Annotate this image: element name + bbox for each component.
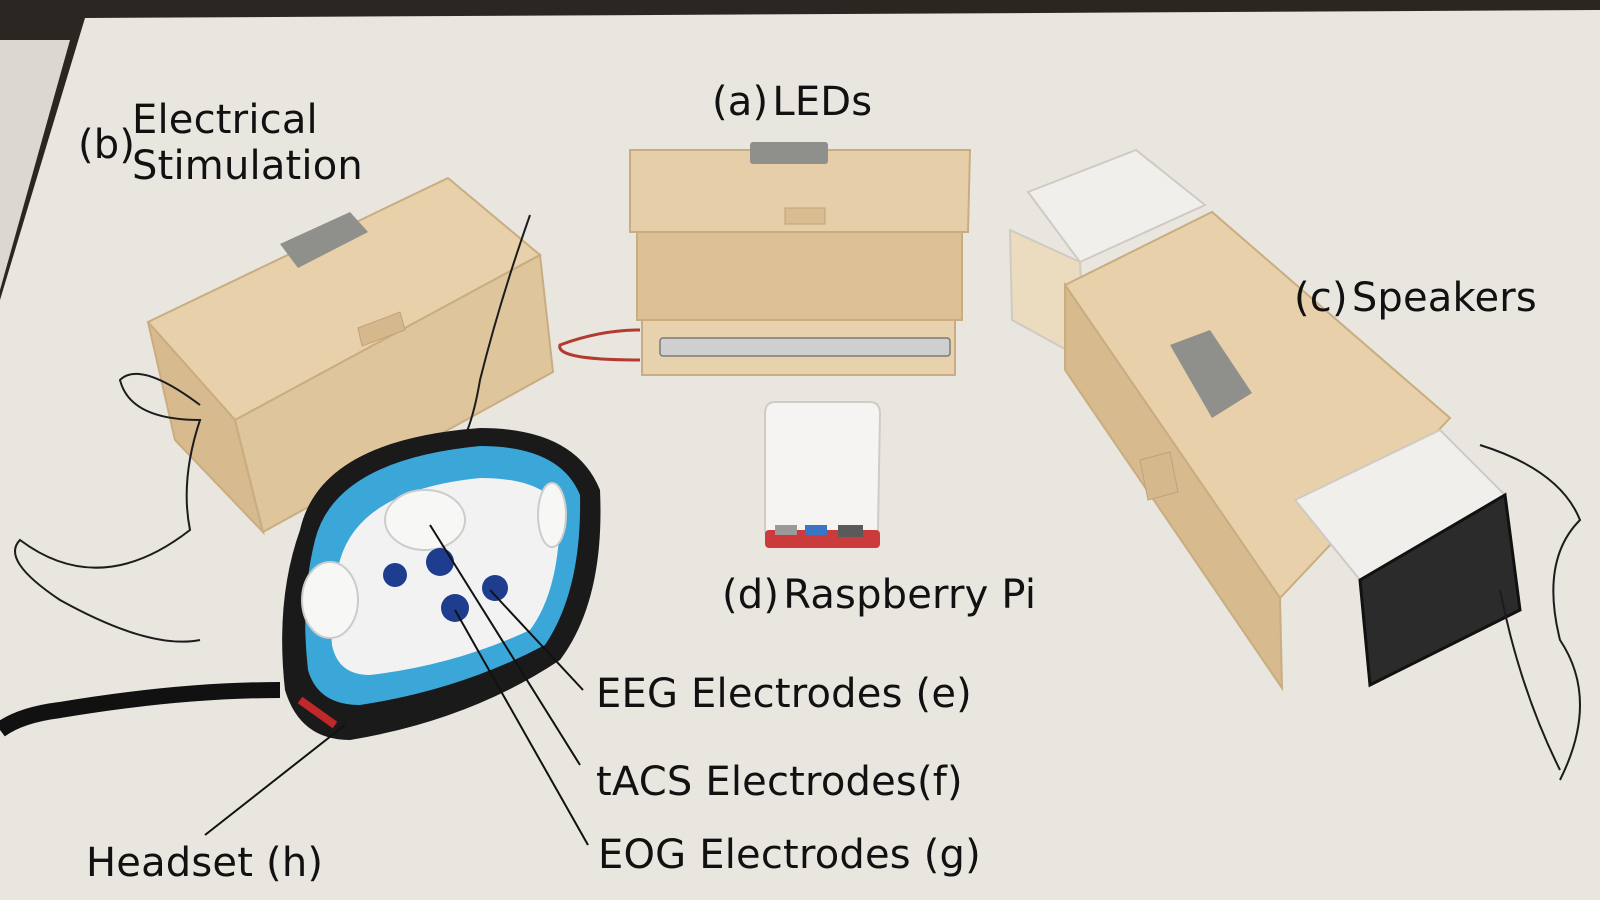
side-table xyxy=(0,40,70,290)
electrical-stimulation-box xyxy=(14,176,555,643)
speaker-grille xyxy=(1358,492,1522,688)
label-eog-tag: (g) xyxy=(923,832,981,878)
label-electrical-line2: Stimulation xyxy=(132,143,363,189)
label-electrical-stimulation: Electrical Stimulation xyxy=(132,97,363,189)
label-eog-electrodes: EOG Electrodes (g) xyxy=(598,835,981,875)
label-speakers-text: Speakers xyxy=(1351,275,1537,321)
eeg-electrode xyxy=(482,575,508,601)
eog-leader-line xyxy=(454,609,589,846)
label-tacs-text: tACS Electrodes xyxy=(596,759,917,805)
speakers-box xyxy=(1008,148,1582,781)
raspberry-pi xyxy=(764,401,882,548)
label-leds-tag: (a) xyxy=(712,79,769,125)
led-hinge xyxy=(750,142,828,164)
headset-leader-line xyxy=(204,724,346,836)
speakers-hinge xyxy=(1170,330,1252,418)
tacs-electrode-pad xyxy=(384,489,466,551)
label-raspberry-tag: (d) xyxy=(722,572,780,618)
label-electrical-line1: Electrical xyxy=(132,97,318,143)
headset xyxy=(0,428,601,740)
label-eeg-electrodes: EEG Electrodes (e) xyxy=(596,674,972,714)
label-electrical-tag: (b) xyxy=(78,125,135,165)
label-headset-tag: (h) xyxy=(266,840,324,886)
label-eog-text: EOG Electrodes xyxy=(598,832,911,878)
label-eeg-tag: (e) xyxy=(915,671,972,717)
tacs-electrode-pad xyxy=(301,561,359,639)
label-raspberry-text: Raspberry Pi xyxy=(783,572,1037,618)
label-headset-text: Headset xyxy=(86,840,254,886)
eeg-electrode xyxy=(383,563,407,587)
label-raspberry-pi: (d)Raspberry Pi xyxy=(722,575,1036,615)
label-leds-text: LEDs xyxy=(772,79,873,125)
led-box xyxy=(558,142,972,376)
label-headset: Headset (h) xyxy=(86,843,323,883)
label-electrical-tag-text: (b) xyxy=(78,122,136,168)
electrical-hinge xyxy=(280,212,368,268)
label-speakers: (c)Speakers xyxy=(1294,278,1537,318)
label-eeg-text: EEG Electrodes xyxy=(596,671,903,717)
eog-electrode xyxy=(441,594,469,622)
led-strip xyxy=(659,337,951,357)
label-speakers-tag: (c) xyxy=(1294,275,1348,321)
eeg-electrode xyxy=(426,548,454,576)
label-leds: (a)LEDs xyxy=(712,82,872,122)
eeg-leader-line xyxy=(489,589,584,691)
tacs-leader-line xyxy=(429,524,581,766)
label-tacs-electrodes: tACS Electrodes(f) xyxy=(596,762,963,802)
label-tacs-tag: (f) xyxy=(916,759,963,805)
